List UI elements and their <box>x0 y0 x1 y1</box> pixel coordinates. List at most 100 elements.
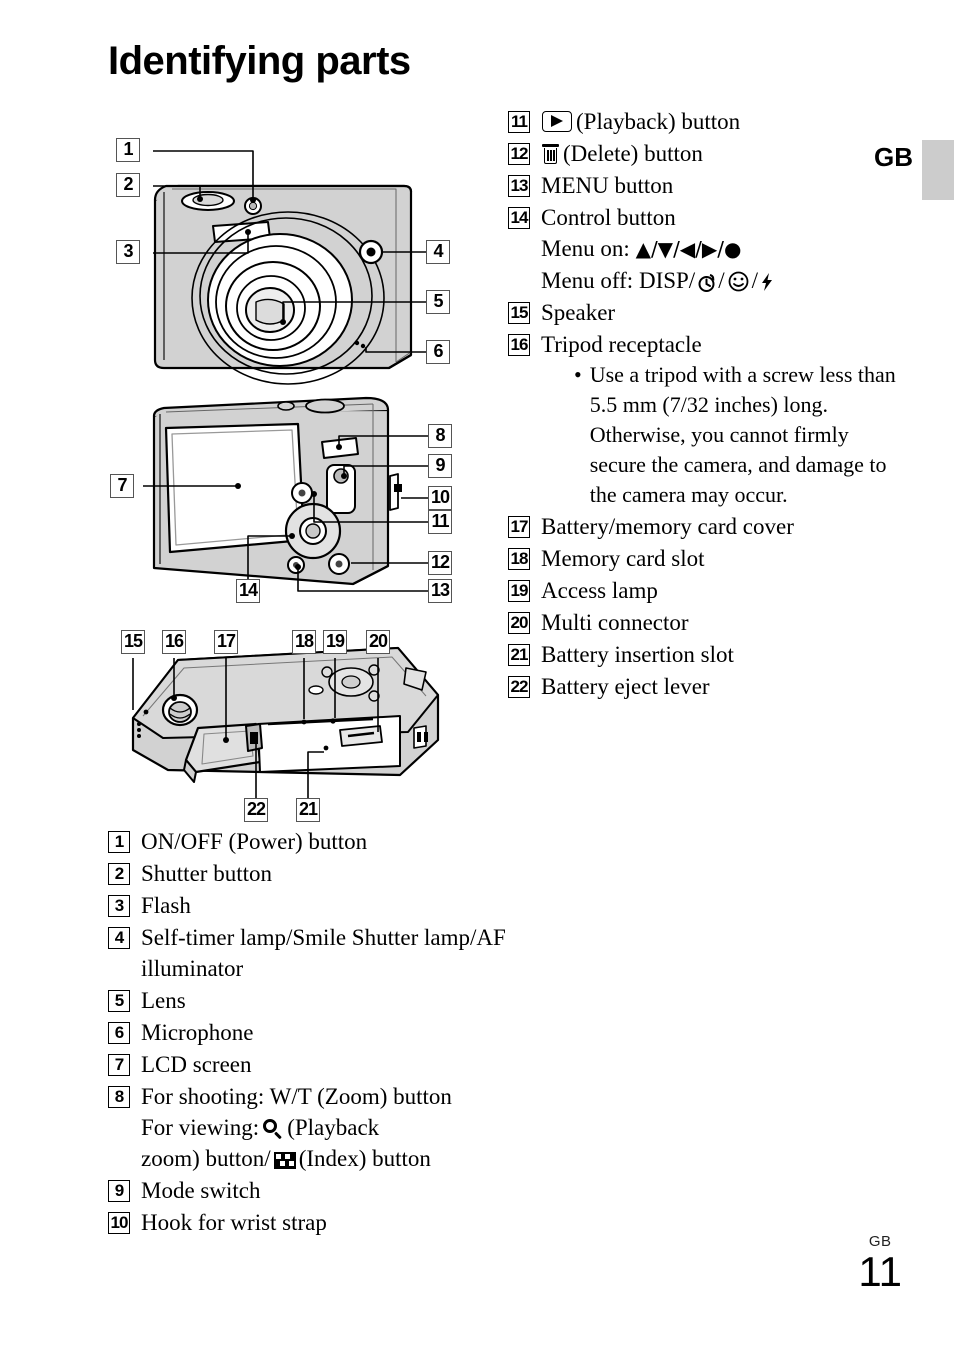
camera-front-illustration <box>153 150 426 385</box>
delete-button-label: (Delete) button <box>563 141 703 166</box>
list-item: 18 Memory card slot <box>508 543 908 574</box>
index-button-label: (Index) button <box>298 1146 431 1171</box>
item-label: (Delete) button <box>541 138 703 169</box>
disp-label: DISP/ <box>638 268 696 293</box>
item-number: 9 <box>108 1180 130 1202</box>
item-label: Lens <box>141 988 186 1013</box>
item-number: 13 <box>508 175 530 197</box>
playback-icon <box>542 111 572 132</box>
list-item: 7 LCD screen <box>108 1049 508 1080</box>
camera-front-view: 1 2 3 4 5 6 <box>108 130 458 390</box>
item-number: 11 <box>508 111 530 133</box>
list-item: 22 Battery eject lever <box>508 671 908 702</box>
list-item: 15 Speaker <box>508 297 908 328</box>
item8-viewing-line: For viewing:(Playback <box>141 1112 452 1143</box>
item-number: 5 <box>108 990 130 1012</box>
tripod-note: • Use a tripod with a screw less than 5.… <box>574 360 908 510</box>
item-label: Microphone <box>141 1020 254 1045</box>
smile-icon <box>728 271 749 292</box>
callout-2: 2 <box>116 173 140 197</box>
parts-list-right: 11 (Playback) button 12 (Delete) button … <box>508 106 908 703</box>
item-number: 10 <box>108 1212 130 1234</box>
item-number: 1 <box>108 831 130 853</box>
page-footer: GB 11 <box>858 1234 902 1293</box>
item-label: Tripod receptacle • Use a tripod with a … <box>541 329 908 510</box>
menu-on-line: Menu on: ▲/▼/◀/▶/● <box>541 233 776 265</box>
list-item: 21 Battery insertion slot <box>508 639 908 670</box>
callout-9: 9 <box>428 454 452 478</box>
item-number: 16 <box>508 334 530 356</box>
list-item: 5 Lens <box>108 985 508 1016</box>
list-item: 1 ON/OFF (Power) button <box>108 826 508 857</box>
item-number: 21 <box>508 644 530 666</box>
language-tab-block <box>922 140 954 200</box>
footer-language: GB <box>868 1233 892 1250</box>
trash-icon <box>542 144 559 165</box>
item-label: Shutter button <box>141 861 272 886</box>
list-item: 3 Flash <box>108 890 508 921</box>
list-item: 17 Battery/memory card cover <box>508 511 908 542</box>
callout-15: 15 <box>121 630 145 654</box>
bullet-glyph: • <box>574 362 582 387</box>
callout-13: 13 <box>428 579 452 603</box>
item-number: 20 <box>508 612 530 634</box>
callout-11: 11 <box>428 510 452 534</box>
item-label: Access lamp <box>541 578 658 603</box>
item-number: 22 <box>508 676 530 698</box>
item-number: 8 <box>108 1086 130 1108</box>
item-label: Battery insertion slot <box>541 642 734 667</box>
list-item: 9 Mode switch <box>108 1175 508 1206</box>
callout-1: 1 <box>116 138 140 162</box>
item-label: LCD screen <box>141 1052 252 1077</box>
footer-page-number: 11 <box>858 1248 902 1295</box>
item-label-line2: lamp/AF illuminator <box>141 925 506 981</box>
menu-on-label: Menu on: <box>541 236 630 261</box>
item-number: 15 <box>508 302 530 324</box>
item-label-line1: For shooting: W/T (Zoom) <box>141 1084 388 1109</box>
camera-back-illustration <box>143 396 428 592</box>
callout-14: 14 <box>236 579 260 603</box>
flash-icon <box>760 272 774 292</box>
item-number: 12 <box>508 143 530 165</box>
item-label: Self-timer lamp/Smile Shutter lamp/AF il… <box>141 922 508 984</box>
item-number: 19 <box>508 580 530 602</box>
item8-index-line: zoom) button/ (Index) button <box>141 1143 452 1174</box>
callout-22: 22 <box>244 798 268 822</box>
item-number: 7 <box>108 1054 130 1076</box>
list-item: 11 (Playback) button <box>508 106 908 137</box>
list-item: 20 Multi connector <box>508 607 908 638</box>
callout-7: 7 <box>110 474 134 498</box>
callout-3: 3 <box>116 240 140 264</box>
menu-off-label: Menu off: <box>541 268 634 293</box>
list-item: 12 (Delete) button <box>508 138 908 169</box>
item-label: For shooting: W/T (Zoom) button For view… <box>141 1081 452 1174</box>
item-number: 6 <box>108 1022 130 1044</box>
callout-8: 8 <box>428 424 452 448</box>
item-label: Memory card slot <box>541 546 705 571</box>
tripod-note-text: Use a tripod with a screw less than 5.5 … <box>589 362 896 507</box>
zoom-button-label: zoom) button/ <box>141 1146 271 1171</box>
callout-4: 4 <box>426 240 450 264</box>
callout-17: 17 <box>214 630 238 654</box>
list-item: 19 Access lamp <box>508 575 908 606</box>
callout-12: 12 <box>428 551 452 575</box>
item-label: Battery eject lever <box>541 674 710 699</box>
item-label: Multi connector <box>541 610 689 635</box>
page-title: Identifying parts <box>108 39 411 83</box>
callout-21: 21 <box>296 798 320 822</box>
for-viewing-label: For viewing: <box>141 1115 260 1140</box>
slash-1: / <box>718 268 725 293</box>
slash-2: / <box>751 268 758 293</box>
item-number: 4 <box>108 927 130 949</box>
item-label: ON/OFF (Power) button <box>141 829 368 854</box>
item-label: Battery/memory card cover <box>541 514 794 539</box>
item-number: 14 <box>508 207 530 229</box>
item-number: 18 <box>508 548 530 570</box>
language-tab: GB <box>874 140 954 200</box>
control-button-label: Control button <box>541 205 676 230</box>
item-number: 17 <box>508 516 530 538</box>
callout-20: 20 <box>366 630 390 654</box>
callout-5: 5 <box>426 290 450 314</box>
menu-off-line: Menu off: DISP/ / / <box>541 265 776 296</box>
item-label-line1: Self-timer lamp/Smile Shutter <box>141 925 419 950</box>
